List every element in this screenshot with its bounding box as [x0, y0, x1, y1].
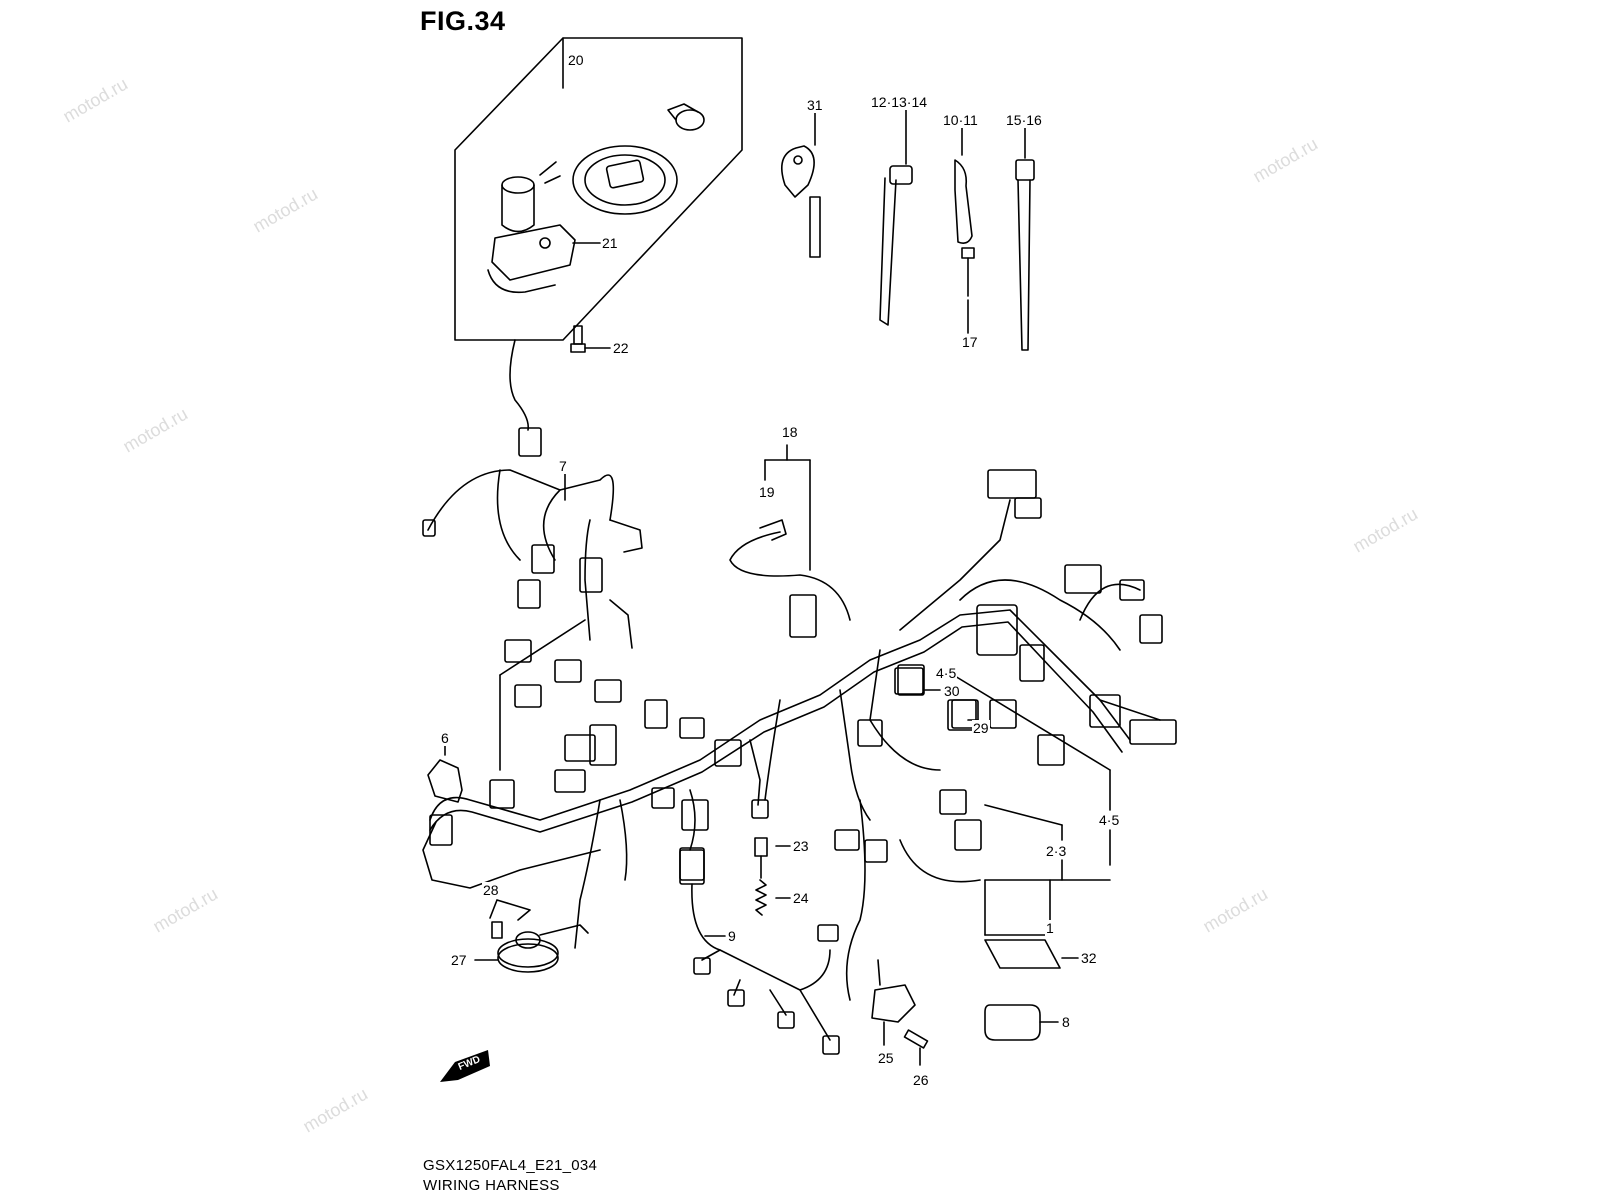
callout-4-5-top: 4·5 — [935, 665, 958, 681]
callout-10-11: 10·11 — [942, 112, 979, 128]
callout-31: 31 — [806, 97, 824, 113]
sub-wiring-harness-7 — [422, 467, 643, 649]
label-32 — [984, 939, 1079, 969]
callout-29: 29 — [972, 720, 990, 736]
clamp-10-11 — [954, 119, 973, 244]
callout-8: 8 — [1061, 1014, 1071, 1030]
sensor-23 — [751, 799, 791, 879]
fuel-tank-cap — [572, 145, 678, 215]
callout-23: 23 — [792, 838, 810, 854]
callout-19: 19 — [758, 484, 776, 500]
callout-15-16: 15·16 — [1005, 112, 1043, 128]
callout-2-3: 2·3 — [1045, 843, 1068, 859]
figure-caption: WIRING HARNESS — [423, 1177, 560, 1194]
callout-25: 25 — [877, 1050, 895, 1066]
cable-tie — [1015, 119, 1035, 351]
horn-bolt — [489, 899, 531, 939]
bolt-22 — [570, 325, 611, 353]
clamp-band — [879, 109, 913, 326]
lead-18-19 — [729, 444, 851, 621]
relay-30 — [894, 667, 941, 695]
callout-22: 22 — [612, 340, 630, 356]
horn — [474, 924, 589, 973]
callout-brackets — [944, 669, 1111, 936]
callout-12-13-14: 12·13·14 — [870, 94, 929, 110]
model-code: GSX1250FAL4_E21_034 — [423, 1157, 598, 1174]
callout-24: 24 — [792, 890, 810, 906]
callout-21: 21 — [601, 235, 619, 251]
callout-18: 18 — [781, 424, 799, 440]
spring-24 — [755, 879, 791, 916]
callout-20: 20 — [567, 52, 585, 68]
callout-28: 28 — [482, 882, 500, 898]
pointer-line — [499, 619, 586, 676]
callout-7: 7 — [558, 458, 568, 474]
ignition-switch-lead — [509, 339, 542, 457]
callout-9: 9 — [727, 928, 737, 944]
ignition-switch — [487, 161, 576, 294]
harness-couplers — [429, 469, 1177, 881]
callout-27: 27 — [450, 952, 468, 968]
seat-lock-cylinder — [667, 103, 705, 131]
callout-4-5-right: 4·5 — [1098, 812, 1121, 828]
cap-8 — [984, 1004, 1059, 1041]
key-blank — [781, 112, 821, 258]
callout-17: 17 — [961, 334, 979, 350]
callout-32: 32 — [1080, 950, 1098, 966]
callout-6: 6 — [440, 730, 450, 746]
side-stand-switch — [871, 959, 916, 1046]
callout-1: 1 — [1045, 920, 1055, 936]
part-6-cap — [427, 744, 463, 803]
harness-9 — [679, 849, 840, 1055]
figure-title: FIG.34 — [420, 6, 506, 36]
callout-30: 30 — [943, 683, 961, 699]
callout-26: 26 — [912, 1072, 930, 1088]
bolt-26 — [903, 1029, 929, 1066]
screw-17 — [961, 247, 975, 334]
fwd-arrow-icon — [440, 1050, 490, 1082]
ignition-switch-set-box — [454, 37, 743, 341]
